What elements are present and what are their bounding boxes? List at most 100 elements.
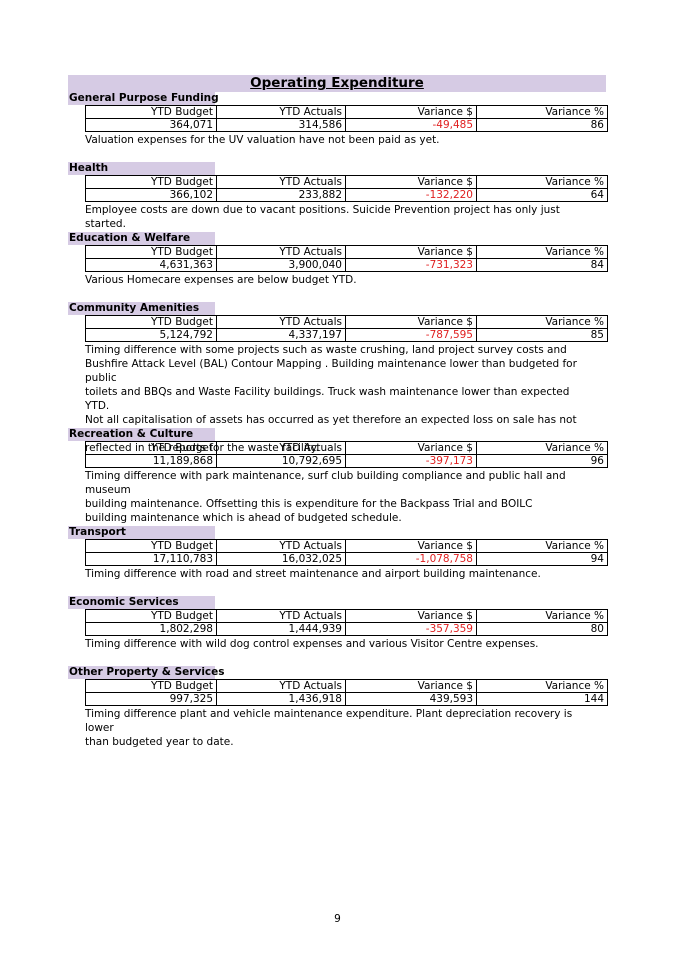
- variance-cell: -357,359: [345, 622, 477, 636]
- actuals-cell: 1,444,939: [216, 622, 346, 636]
- column-header: YTD Actuals: [216, 539, 346, 553]
- actuals-cell: 3,900,040: [216, 258, 346, 272]
- section-note: Employee costs are down due to vacant po…: [85, 203, 595, 231]
- section-heading: Health: [68, 162, 215, 175]
- column-header: Variance %: [476, 245, 608, 259]
- column-header: YTD Actuals: [216, 175, 346, 189]
- variance-cell: -397,173: [345, 454, 477, 468]
- variance-pct-cell: 64: [476, 188, 608, 202]
- page-number: 9: [334, 913, 341, 925]
- section-heading: Education & Welfare: [68, 232, 215, 245]
- budget-cell: 1,802,298: [85, 622, 217, 636]
- column-header: YTD Actuals: [216, 679, 346, 693]
- variance-pct-cell: 84: [476, 258, 608, 272]
- budget-cell: 17,110,783: [85, 552, 217, 566]
- column-header: Variance %: [476, 441, 608, 455]
- section-note: Valuation expenses for the UV valuation …: [85, 133, 595, 147]
- variance-cell: 439,593: [345, 692, 477, 706]
- note-line: building maintenance. Offsetting this is…: [85, 498, 533, 510]
- budget-cell: 364,071: [85, 118, 217, 132]
- actuals-cell: 4,337,197: [216, 328, 346, 342]
- column-header: YTD Budget: [85, 539, 217, 553]
- column-header: Variance $: [345, 539, 477, 553]
- budget-cell: 997,325: [85, 692, 217, 706]
- column-header: Variance $: [345, 105, 477, 119]
- note-line: Timing difference with road and street m…: [85, 568, 541, 580]
- column-header: Variance $: [345, 441, 477, 455]
- section-heading: Community Amenities: [68, 302, 215, 315]
- variance-pct-cell: 94: [476, 552, 608, 566]
- column-header: YTD Actuals: [216, 315, 346, 329]
- column-header: Variance %: [476, 679, 608, 693]
- column-header: Variance $: [345, 315, 477, 329]
- section-note: Timing difference with park maintenance,…: [85, 469, 595, 525]
- note-line: Timing difference with some projects suc…: [85, 344, 567, 356]
- column-header: YTD Budget: [85, 679, 217, 693]
- column-header: YTD Actuals: [216, 609, 346, 623]
- column-header: YTD Budget: [85, 315, 217, 329]
- column-header: Variance $: [345, 245, 477, 259]
- column-header: Variance $: [345, 679, 477, 693]
- note-line: building maintenance which is ahead of b…: [85, 512, 402, 524]
- column-header: YTD Budget: [85, 441, 217, 455]
- variance-cell: -132,220: [345, 188, 477, 202]
- note-line: Timing difference with park maintenance,…: [85, 470, 566, 496]
- column-header: YTD Budget: [85, 105, 217, 119]
- note-line: than budgeted year to date.: [85, 736, 234, 748]
- section-heading: Other Property & Services: [68, 666, 225, 679]
- section-heading: Transport: [68, 526, 215, 539]
- column-header: YTD Budget: [85, 245, 217, 259]
- variance-pct-cell: 85: [476, 328, 608, 342]
- column-header: Variance %: [476, 105, 608, 119]
- column-header: Variance %: [476, 315, 608, 329]
- variance-pct-cell: 96: [476, 454, 608, 468]
- column-header: Variance $: [345, 609, 477, 623]
- variance-pct-cell: 80: [476, 622, 608, 636]
- note-line: Timing difference plant and vehicle main…: [85, 708, 573, 734]
- column-header: Variance %: [476, 175, 608, 189]
- actuals-cell: 16,032,025: [216, 552, 346, 566]
- note-line: Timing difference with wild dog control …: [85, 638, 539, 650]
- actuals-cell: 233,882: [216, 188, 346, 202]
- note-line: Employee costs are down due to vacant po…: [85, 204, 560, 230]
- variance-pct-cell: 86: [476, 118, 608, 132]
- section-note: Timing difference with road and street m…: [85, 567, 595, 581]
- note-line: Various Homecare expenses are below budg…: [85, 274, 357, 286]
- section-note: Timing difference plant and vehicle main…: [85, 707, 595, 749]
- title-bar: Operating Expenditure: [68, 75, 606, 92]
- variance-pct-cell: 144: [476, 692, 608, 706]
- budget-cell: 5,124,792: [85, 328, 217, 342]
- column-header: Variance %: [476, 609, 608, 623]
- section-heading: General Purpose Funding: [68, 92, 219, 105]
- column-header: YTD Actuals: [216, 441, 346, 455]
- section-heading: Economic Services: [68, 596, 215, 609]
- actuals-cell: 10,792,695: [216, 454, 346, 468]
- budget-cell: 4,631,363: [85, 258, 217, 272]
- budget-cell: 11,189,868: [85, 454, 217, 468]
